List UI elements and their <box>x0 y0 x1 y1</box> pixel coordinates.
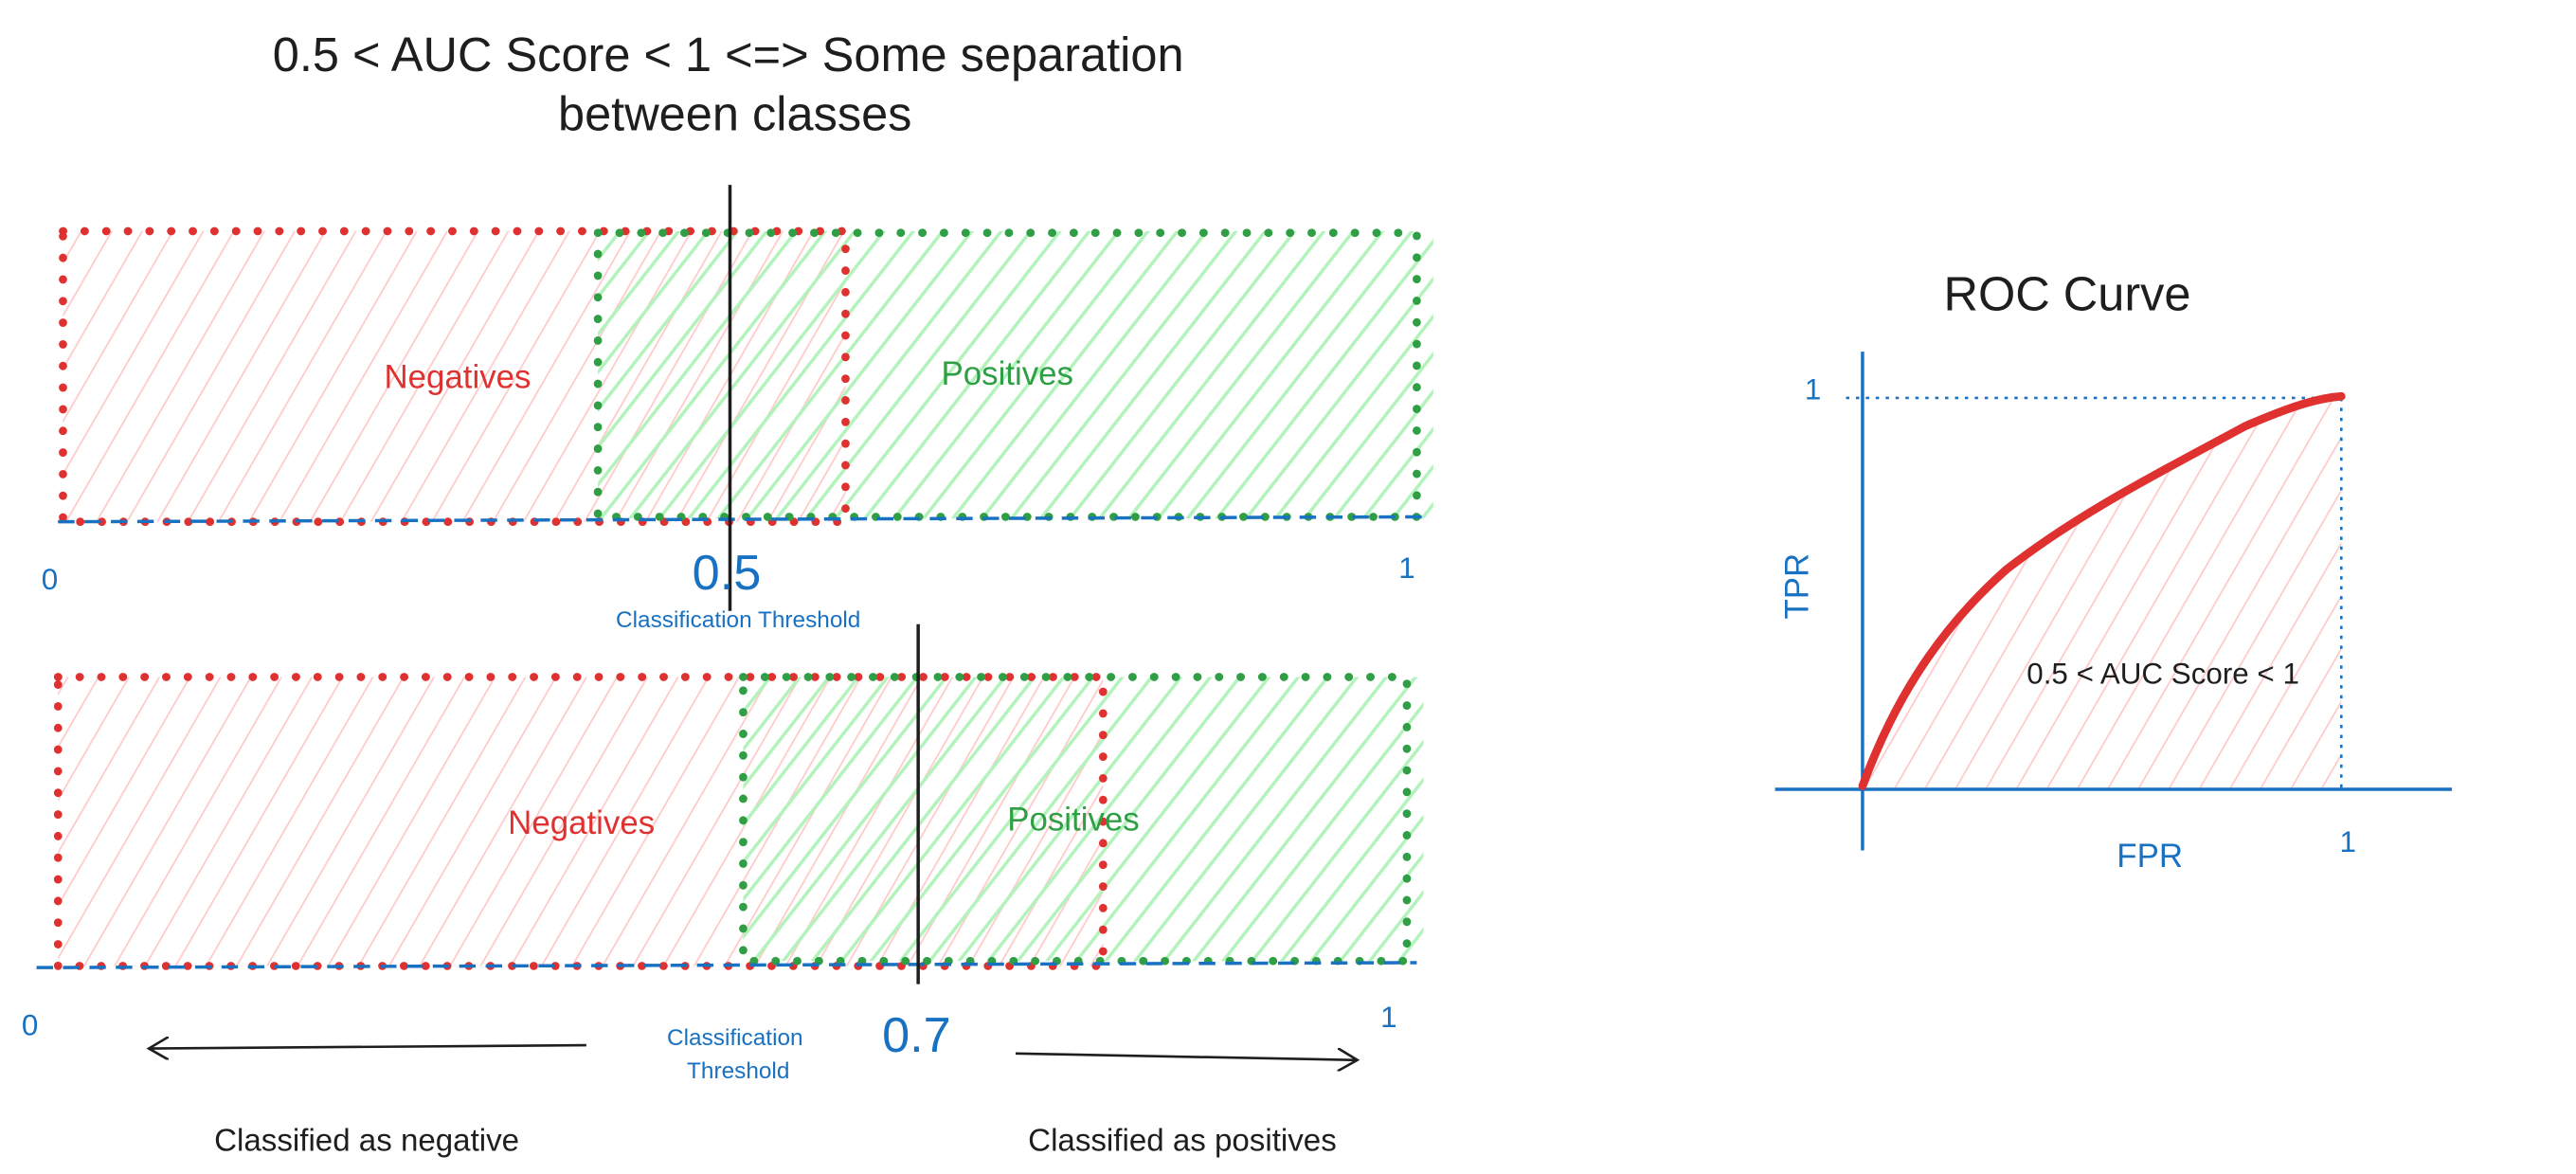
auc-area <box>1862 396 2342 789</box>
roc-title: ROC Curve <box>1943 267 2190 321</box>
x-tick-one: 1 <box>2340 825 2356 858</box>
positives-box <box>739 673 1412 966</box>
threshold-value: 0.7 <box>882 1008 951 1063</box>
positives-hatch <box>743 677 1424 962</box>
top-panel: Negatives Positives 0 1 0.5 Classificati… <box>42 185 1433 633</box>
x-axis-label: FPR <box>2117 838 2183 875</box>
roc-chart: ROC Curve 1 1 TPR FPR 0.5 < AUC Score < … <box>1774 267 2453 875</box>
negatives-box <box>59 226 850 527</box>
auc-label: 0.5 < AUC Score < 1 <box>2027 657 2299 690</box>
bottom-panel: Negatives Positives 0 1 0.7 Classificati… <box>22 623 1424 1159</box>
diagram-title: 0.5 < AUC Score < 1 <=> Some separation … <box>273 27 1198 141</box>
classified-positive-caption: Classified as positives <box>1028 1124 1337 1159</box>
threshold-value: 0.5 <box>693 546 762 601</box>
positives-box <box>593 228 1421 521</box>
roc-curve <box>1858 391 2346 790</box>
threshold-label: Classification Threshold <box>667 1025 809 1084</box>
negatives-label: Negatives <box>384 359 531 396</box>
score-axis <box>36 961 1417 969</box>
axis-end-label: 1 <box>1398 551 1414 585</box>
axis-start-label: 0 <box>42 563 58 596</box>
threshold-label: Classification Threshold <box>616 607 860 633</box>
y-tick-one: 1 <box>1805 373 1821 406</box>
positives-label: Positives <box>942 355 1073 392</box>
positives-label: Positives <box>1007 802 1139 839</box>
negatives-label: Negatives <box>508 804 655 841</box>
classified-negative-caption: Classified as negative <box>214 1124 519 1159</box>
axis-end-label: 1 <box>1380 1001 1396 1034</box>
positives-hatch <box>598 230 1433 519</box>
axis-start-label: 0 <box>22 1009 38 1042</box>
y-axis-label: TPR <box>1778 553 1815 620</box>
score-axis <box>58 515 1424 524</box>
left-arrow-icon <box>149 1045 586 1048</box>
right-arrow-icon <box>1015 1054 1358 1060</box>
